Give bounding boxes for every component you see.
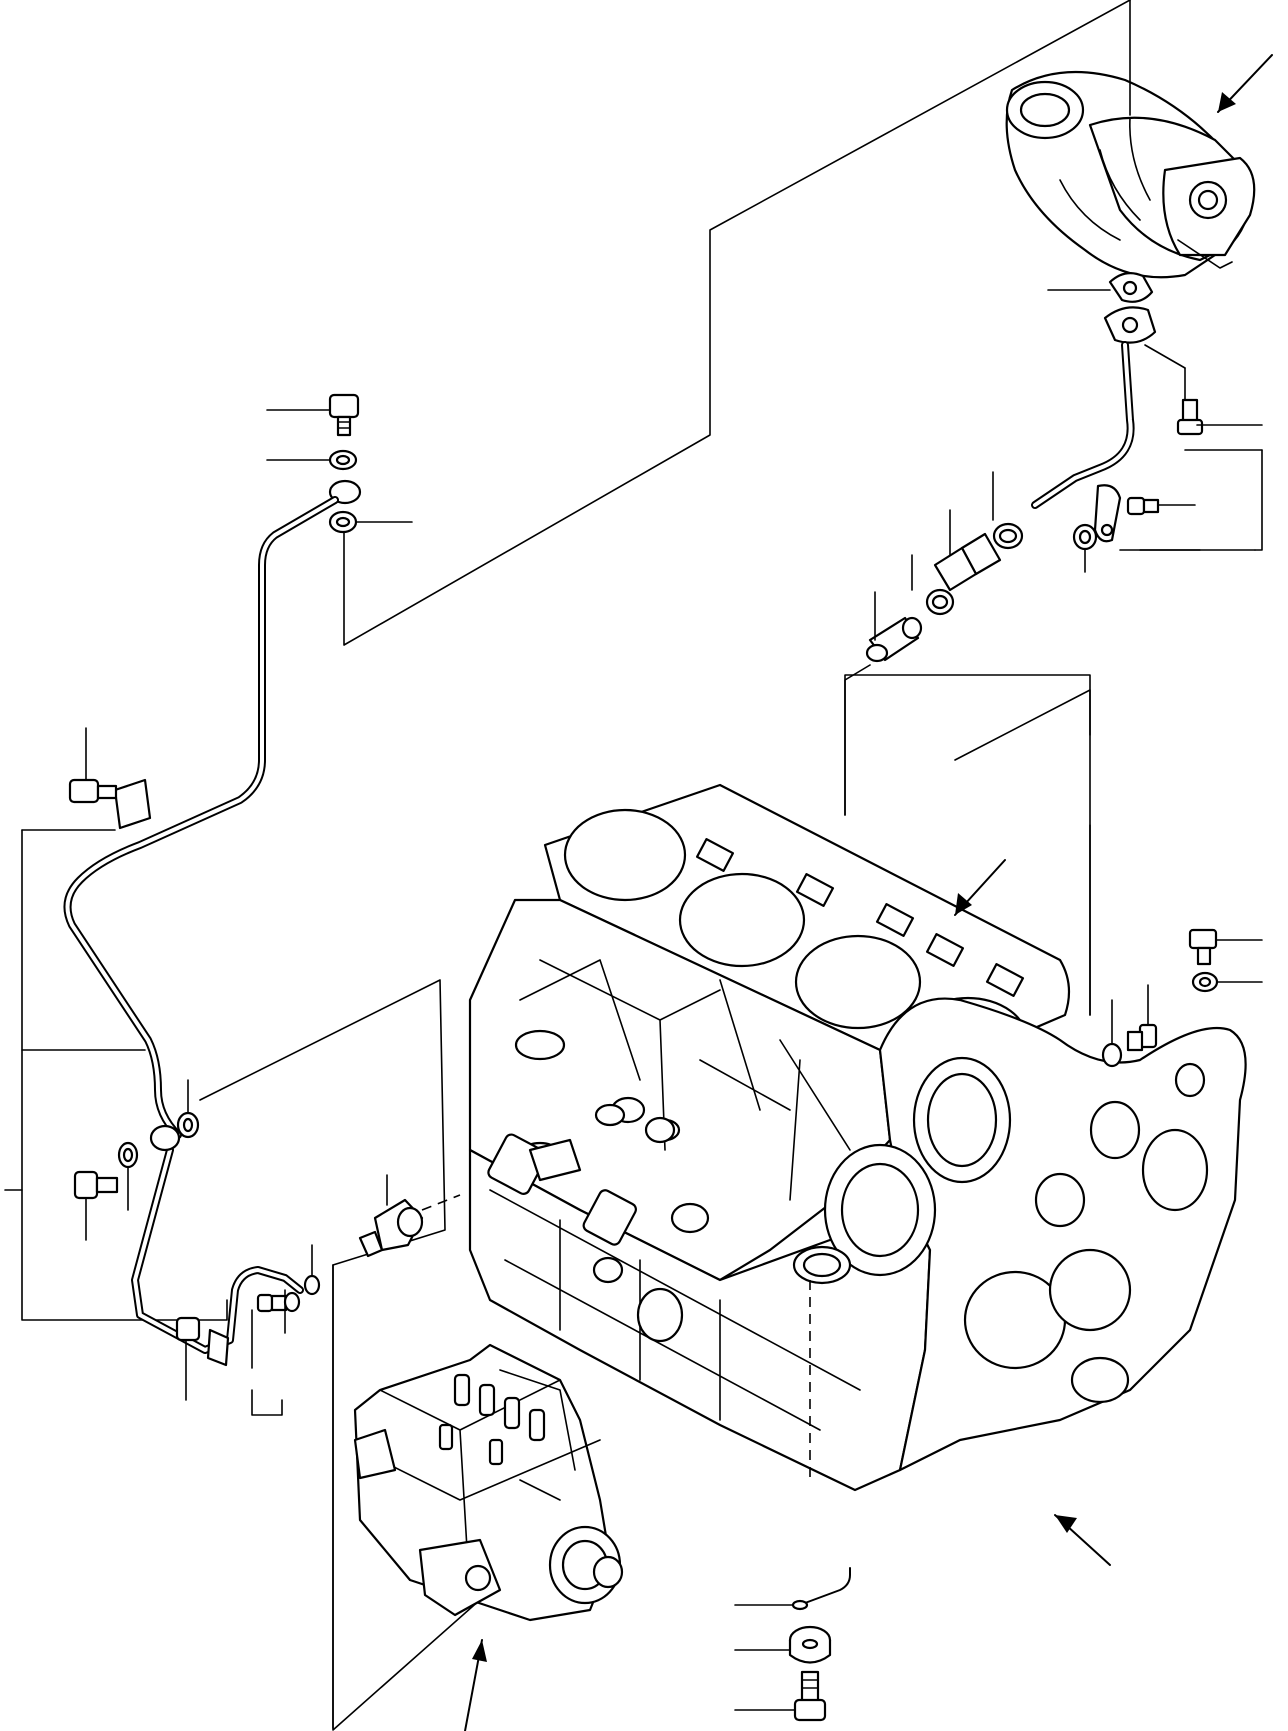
- oil-return-pipe: [1031, 306, 1186, 509]
- turbocharger: [1005, 0, 1256, 279]
- drain-cock: [734, 1567, 851, 1722]
- sealing-washer-lower-nut: [328, 510, 413, 534]
- clamp-bolt-upper: [68, 727, 118, 804]
- arrowhead-block-top: [955, 893, 972, 915]
- banjo-bolt-upper: [266, 393, 360, 437]
- hose-clamp-upper: [992, 471, 1024, 550]
- sealing-washer-upper: [266, 449, 358, 471]
- sealing-washer-lower: [117, 1141, 139, 1211]
- arrowhead-turbo: [1218, 92, 1236, 112]
- oil-feed-pipe: [63, 479, 362, 1367]
- return-pipe-connector: [844, 591, 923, 816]
- arrowhead-pump: [472, 1640, 487, 1662]
- hose-clamp-lower: [911, 554, 955, 616]
- cylinder-block: [468, 783, 1247, 1492]
- bolt-block-right: [1101, 984, 1158, 1068]
- banjo-bolt-return: [1176, 367, 1263, 436]
- pump-bolts: [175, 1244, 321, 1416]
- sealing-washer-return: [1072, 523, 1098, 573]
- fuel-injection-pump: [353, 1343, 624, 1622]
- bolt-top-right: [1188, 928, 1263, 993]
- turbo-gasket: [1047, 271, 1154, 303]
- rubber-hose: [933, 509, 1002, 592]
- bracket-clamp: [1093, 484, 1201, 551]
- oil-pressure-switch: [358, 1174, 461, 1258]
- sealing-washer-block: [176, 1079, 200, 1139]
- banjo-bolt-lower: [73, 1170, 119, 1241]
- arrowhead-block-bottom: [1055, 1515, 1077, 1533]
